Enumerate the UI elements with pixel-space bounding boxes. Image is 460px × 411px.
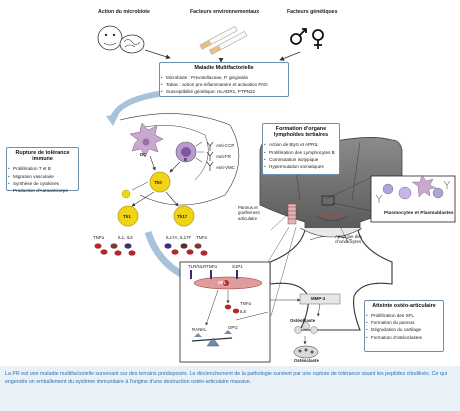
atteinte-box: Atteinte ostéo-articulaire Prolifération… — [364, 300, 444, 352]
rupture-box: Rupture de tolérance immune Prolifératio… — [6, 147, 79, 194]
rupture-item: Prolifération T et B — [8, 165, 78, 172]
pannus-label: Pannus et gonflement articulaire — [238, 205, 260, 221]
atteinte-item: Formation du pannus — [366, 319, 443, 326]
atteinte-item: Dégradation du cartilage — [366, 326, 443, 333]
organe-item: Hypermutation somatiques — [264, 163, 339, 170]
maladie-item: Microbiote : Prevotellaceae, P. gingival… — [161, 74, 288, 81]
sfl-illustration — [190, 270, 269, 347]
maladie-item: Susceptibilité génétique: HLADR1, PTPN22 — [161, 88, 288, 95]
b-label: B — [184, 157, 188, 162]
figure-caption: La PR est une maladie multifactorielle s… — [0, 366, 460, 411]
anti-ccp-label: Anti-CCP — [216, 143, 235, 148]
il6-label: IL6 — [240, 309, 247, 314]
maladie-box: Maladie Multifactorielle Microbiote : Pr… — [159, 62, 289, 97]
plasmocytes-panel — [370, 175, 456, 223]
b-cell — [175, 141, 204, 163]
il-b-label: IL17A, IL17F — [166, 235, 192, 240]
organe-title: Formation d'organe lymphoïdes tertiaires — [273, 126, 329, 139]
rupture-item: Synthèse de cytokines — [8, 180, 78, 187]
mmp3-label: MMP-3 — [311, 296, 326, 301]
th1-cell — [117, 205, 139, 227]
maladie-item: Tabac : action pro-inflammatoire et acti… — [161, 81, 288, 88]
apoptose-label: Apoptose des chondrocytes — [335, 234, 362, 245]
organe-box: Formation d'organe lymphoïdes tertiaires… — [262, 123, 340, 175]
dendritic-cell — [129, 122, 164, 158]
cigarettes-icon — [199, 25, 248, 55]
atteinte-item: Formation d'ostéoclastes — [366, 334, 443, 341]
th0-label: Th0 — [154, 180, 162, 185]
header-microbiote: Action du microbiote — [98, 9, 150, 15]
gender-symbols-icon — [290, 28, 324, 49]
organe-item: Prolifération des Lymphocytes B — [264, 149, 339, 156]
header-genetic: Facteurs génétiques — [287, 9, 338, 15]
tnf-b-label: TNFα — [196, 235, 208, 240]
anti-vmc-label: Anti-VMC — [216, 165, 235, 170]
header-env: Facteurs environnementaux — [190, 9, 260, 15]
caption-text: La PR est une maladie multifactorielle s… — [5, 371, 447, 385]
organe-item: Action de BlyS et APRIL — [264, 141, 339, 148]
tnfa2-label: TNFα — [240, 301, 252, 306]
th17-cell — [173, 205, 195, 227]
th0-cell — [149, 171, 171, 193]
plasmocytes-label: Plasmocytes et Plasmablastes — [384, 211, 454, 216]
osteoblast-cell — [294, 322, 318, 334]
osteoblaste-label: Ostéoblaste — [290, 318, 316, 323]
organe-item: Commutation isotypique — [264, 156, 339, 163]
atteinte-title: Atteinte ostéo-articulaire — [372, 303, 436, 309]
maladie-title: Maladie Multifactorielle — [194, 65, 254, 71]
microbiote-icon — [97, 25, 145, 54]
dc-label: DC — [140, 152, 147, 157]
antibodies — [206, 141, 214, 171]
s1p1-label: S1P1 — [232, 264, 243, 269]
il-a-label: IL1, IL6 — [118, 235, 133, 240]
rupture-item: Production d'Autoanticorps — [8, 187, 78, 194]
tnfa-label: TNFα — [206, 264, 218, 269]
th1-label: Th1 — [123, 214, 131, 219]
osteoclast-cell — [293, 345, 319, 359]
rankl-label: RANKL — [192, 327, 207, 332]
th1-cytokine-label: TNFα — [93, 235, 105, 240]
opg-label: OPG — [228, 325, 238, 330]
th17-label: Th17 — [177, 214, 188, 219]
sfl-label: SFL — [218, 280, 227, 285]
anti-fr-label: Anti-FR — [216, 154, 231, 159]
cytokine-dots — [94, 243, 208, 256]
osteoclaste-label: Ostéoclaste — [294, 358, 319, 363]
rupture-item: Migration vasculaire — [8, 173, 78, 180]
rupture-title: Rupture de tolérance immune — [15, 150, 70, 163]
tlr-label: TLR/NLR — [188, 264, 207, 269]
plasmocytes-illustration — [375, 174, 451, 203]
atteinte-item: Prolifération des SFL — [366, 312, 443, 319]
